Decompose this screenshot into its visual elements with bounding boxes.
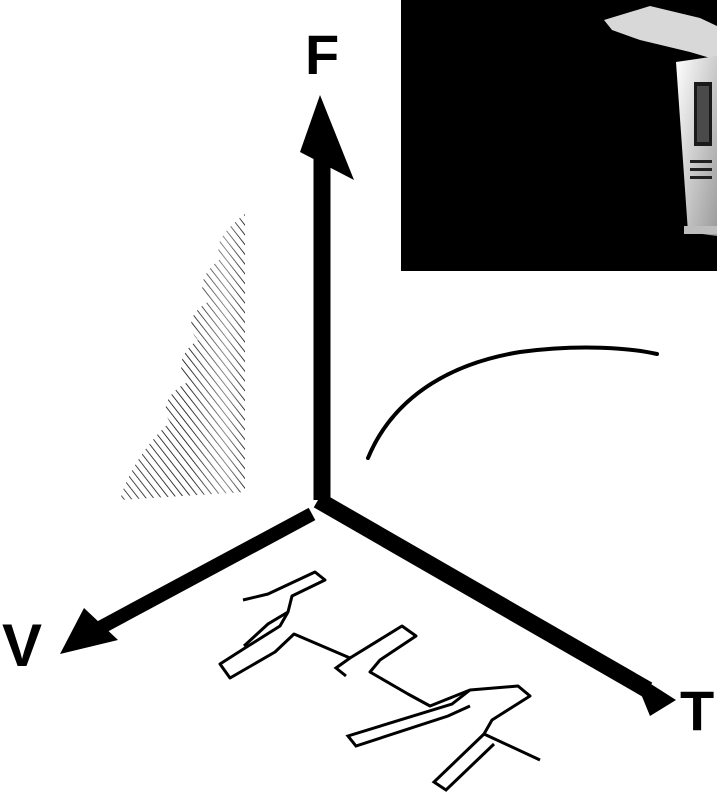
instrument-base-edge — [684, 226, 717, 234]
pulse-outline — [336, 658, 350, 676]
t-axis-label: T — [680, 679, 714, 742]
force-time-curve — [368, 348, 657, 458]
instrument-photo — [401, 0, 717, 271]
f-axis-label: F — [305, 23, 339, 86]
instrument-vent — [690, 168, 712, 171]
t-axis-line — [318, 500, 648, 690]
v-axis-label: V — [2, 612, 42, 679]
v-axis-line — [96, 514, 312, 630]
distribution-shading — [120, 214, 245, 500]
hatched-distribution — [120, 214, 245, 500]
pulse-outline — [244, 612, 288, 646]
instrument-vent — [690, 160, 712, 163]
v-axis-arrowhead — [60, 608, 118, 654]
instrument-vent — [690, 176, 712, 179]
instrument-display-glow — [697, 86, 709, 142]
pulse-outline — [434, 734, 494, 790]
